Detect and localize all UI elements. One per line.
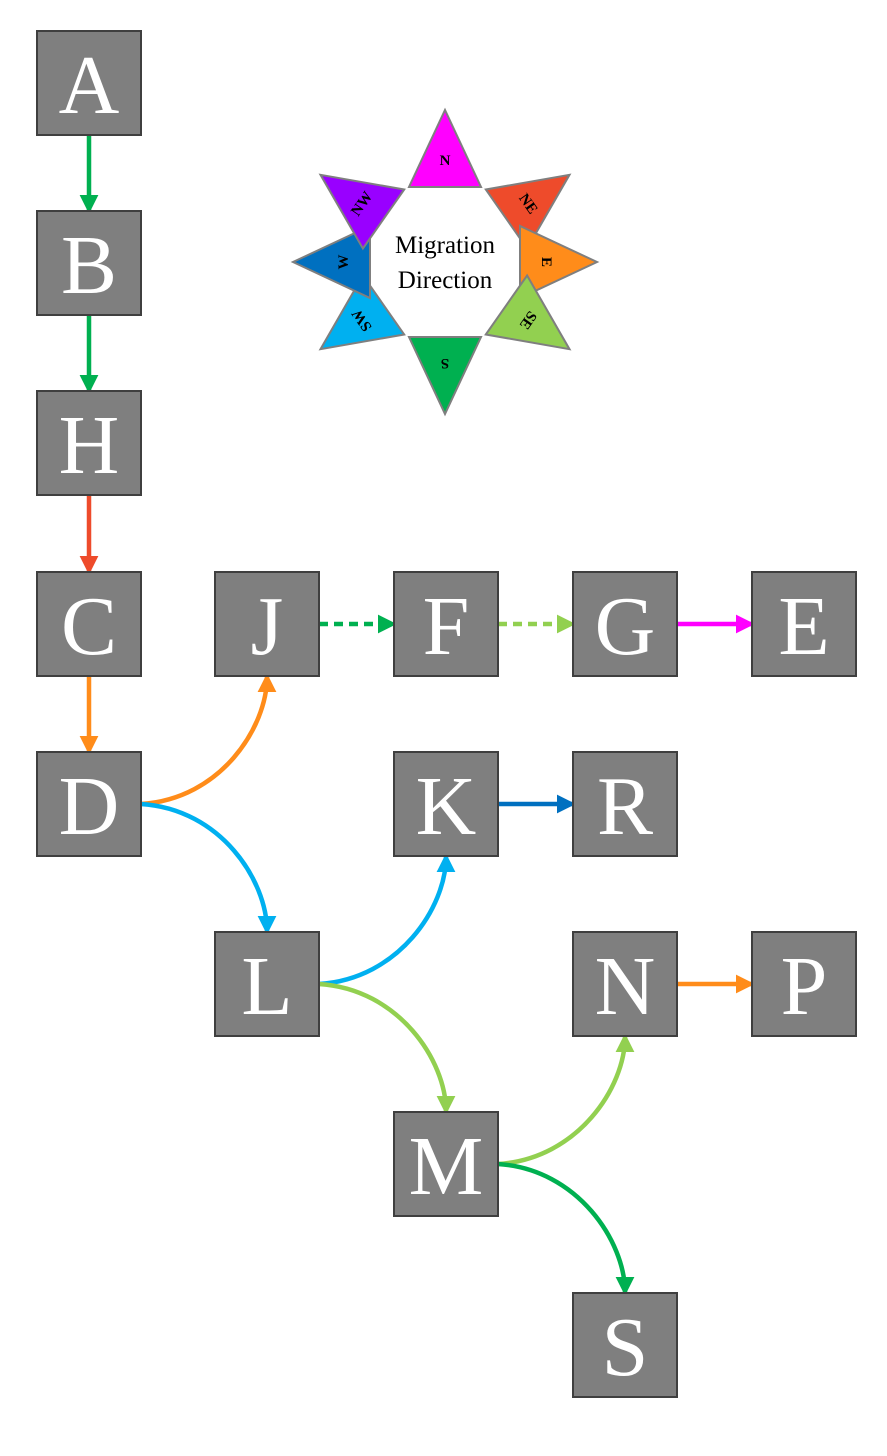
node-box xyxy=(572,1292,678,1398)
compass-se-arrow: SE xyxy=(484,273,572,351)
node-b: B xyxy=(36,210,142,316)
edge-m-to-n xyxy=(497,1033,635,1167)
node-box xyxy=(36,390,142,496)
compass-triangle xyxy=(318,273,406,351)
node-box xyxy=(36,751,142,857)
edge-d-to-j xyxy=(140,673,277,807)
node-a: A xyxy=(36,30,142,136)
compass-n-arrow: N xyxy=(407,107,483,188)
node-label: E xyxy=(778,580,829,673)
node-g: G xyxy=(572,571,678,677)
node-label: C xyxy=(61,580,117,673)
node-label: A xyxy=(59,39,120,132)
node-c: C xyxy=(36,571,142,677)
compass-ne-arrow: NE xyxy=(484,173,572,251)
node-k: K xyxy=(393,751,499,857)
node-label: H xyxy=(59,399,120,492)
compass-triangle xyxy=(290,224,371,300)
node-l: L xyxy=(214,931,320,1037)
compass-e-arrow: E xyxy=(519,224,600,300)
compass-triangle xyxy=(407,336,483,417)
edges-layer xyxy=(79,135,755,1296)
node-label: M xyxy=(409,1120,484,1213)
edge-d-to-l xyxy=(140,801,277,935)
node-r: R xyxy=(572,751,678,857)
node-box xyxy=(214,931,320,1037)
compass-title-line2: Direction xyxy=(398,267,493,294)
node-label: F xyxy=(423,580,470,673)
compass-label: N xyxy=(440,153,451,169)
node-box xyxy=(751,571,857,677)
compass-title-line1: Migration xyxy=(395,232,495,259)
node-box xyxy=(393,1111,499,1217)
node-j: J xyxy=(214,571,320,677)
node-label: R xyxy=(597,760,653,853)
compass-label: S xyxy=(441,355,449,371)
node-box xyxy=(393,751,499,857)
compass-triangle xyxy=(519,224,600,300)
edge-l-to-m xyxy=(318,981,456,1115)
node-label: S xyxy=(602,1301,649,1394)
node-label: D xyxy=(59,760,120,853)
node-label: N xyxy=(595,940,656,1033)
node-label: L xyxy=(241,940,292,1033)
node-m: M xyxy=(393,1111,499,1217)
node-s: S xyxy=(572,1292,678,1398)
compass-triangle xyxy=(484,173,572,251)
node-f: F xyxy=(393,571,499,677)
compass-sw-arrow: SW xyxy=(318,273,406,351)
compass-triangle xyxy=(484,273,572,351)
node-label: B xyxy=(61,219,117,312)
compass-nw-arrow: NW xyxy=(318,173,406,251)
compass-triangle xyxy=(318,173,406,251)
node-h: H xyxy=(36,390,142,496)
node-box xyxy=(572,571,678,677)
node-n: N xyxy=(572,931,678,1037)
node-box xyxy=(214,571,320,677)
node-label: P xyxy=(781,940,828,1033)
edge-l-to-k xyxy=(318,853,456,987)
node-box xyxy=(393,571,499,677)
compass-triangle xyxy=(407,107,483,188)
node-box xyxy=(36,210,142,316)
node-box xyxy=(36,571,142,677)
node-label: K xyxy=(416,760,477,853)
compass-s-arrow: S xyxy=(407,336,483,417)
node-e: E xyxy=(751,571,857,677)
node-p: P xyxy=(751,931,857,1037)
migration-direction-compass: N NE E SE S SW W NW Migration Direction xyxy=(290,107,600,417)
node-box xyxy=(751,931,857,1037)
node-box xyxy=(572,751,678,857)
node-label: G xyxy=(595,580,656,673)
edge-m-to-s xyxy=(497,1161,635,1296)
node-box xyxy=(572,931,678,1037)
node-box xyxy=(36,30,142,136)
compass-label: E xyxy=(538,257,554,267)
compass-label: W xyxy=(336,255,352,270)
node-d: D xyxy=(36,751,142,857)
node-label: J xyxy=(251,580,284,673)
compass-w-arrow: W xyxy=(290,224,371,300)
